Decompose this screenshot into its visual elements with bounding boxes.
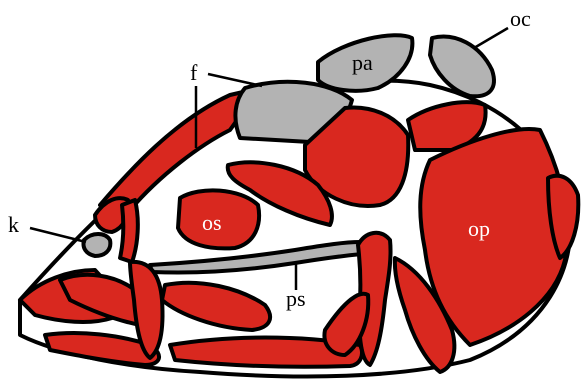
leader-f-upper — [208, 74, 262, 86]
label-pa: pa — [352, 50, 373, 75]
label-f: f — [190, 60, 198, 85]
label-op: op — [468, 216, 490, 241]
bone-kinethmoid — [83, 234, 110, 256]
bone-premaxilla-upper — [120, 200, 138, 262]
leader-k — [30, 228, 86, 242]
leader-oc — [474, 28, 508, 48]
label-k: k — [8, 212, 19, 237]
label-oc: oc — [510, 6, 531, 31]
label-os: os — [202, 210, 222, 235]
